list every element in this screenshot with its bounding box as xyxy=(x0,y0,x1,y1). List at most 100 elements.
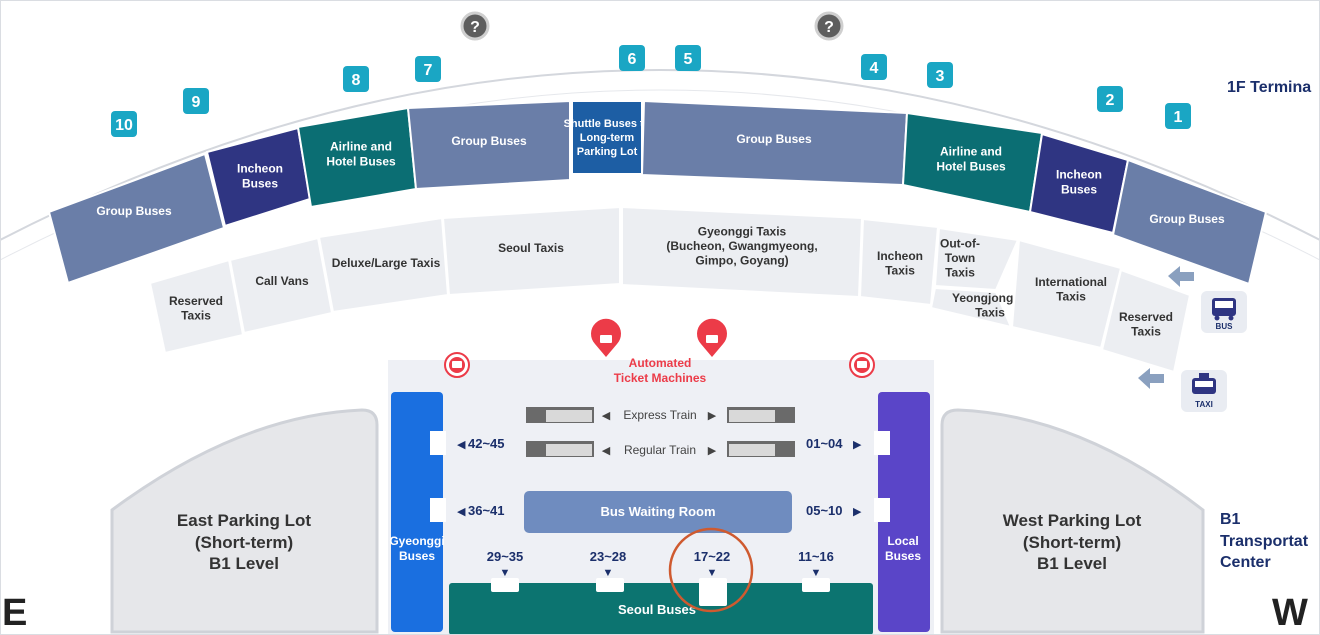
bus-waiting-room-label: Bus Waiting Room xyxy=(600,504,715,519)
arrow-right-icon: ▶ xyxy=(853,439,862,451)
stop-tab xyxy=(874,498,890,522)
gate-number: 4 xyxy=(870,60,879,77)
bus-zone-shape xyxy=(47,152,226,285)
zone-label-line: Reserved xyxy=(169,294,223,308)
zone-label-line: Incheon xyxy=(1056,168,1102,182)
stop-range-bottom-1: 29~35 xyxy=(487,549,524,564)
gate-badge: 6 xyxy=(619,45,645,71)
zone-label-line: (Bucheon, Gwangmyeong, xyxy=(666,239,817,253)
zone-label-line: Reserved xyxy=(1119,310,1173,324)
zone-label-line: Taxis xyxy=(181,308,211,322)
highlight-circle xyxy=(668,527,754,613)
stop-tab xyxy=(699,578,727,606)
taxi-legend-label: TAXI xyxy=(1195,400,1213,409)
zone-label-line: Gimpo, Goyang) xyxy=(695,254,788,268)
entrance-arrow-icon xyxy=(1168,266,1194,287)
express-train-label: Express Train xyxy=(623,408,696,422)
gate-badge: 9 xyxy=(183,88,209,114)
gate-badge: 10 xyxy=(111,111,137,137)
bus-zone-shape xyxy=(406,99,571,191)
stop-tab xyxy=(596,578,624,592)
zone-label-line: Taxis xyxy=(1131,324,1161,338)
zone-label-line: Taxis xyxy=(975,305,1005,319)
seoul-buses-zone xyxy=(449,583,873,635)
help-icon[interactable]: ? xyxy=(814,11,844,41)
taxi-zone-shape xyxy=(933,226,1020,292)
ticket-machine-pin-icon xyxy=(591,318,622,357)
gate-number: 2 xyxy=(1106,92,1115,109)
zone-label-line: Airline and xyxy=(940,145,1002,159)
help-icon-glyph: ? xyxy=(470,19,480,36)
east-parking-line-1: East Parking Lot xyxy=(177,511,311,530)
arrow-left-icon: ◀ xyxy=(602,410,611,422)
ticket-machines-label-2: Ticket Machines xyxy=(614,371,707,385)
gate-badge-box xyxy=(619,45,645,71)
zone-label-line: Group Buses xyxy=(451,134,527,148)
gate-badge: 5 xyxy=(675,45,701,71)
gate-number: 9 xyxy=(192,94,201,111)
zone-label-line: Out-of- xyxy=(940,237,980,251)
stop-tab xyxy=(874,431,890,455)
local-buses-label-1: Local xyxy=(887,534,918,548)
help-icon-glyph: ? xyxy=(824,19,834,36)
east-parking-lot xyxy=(110,408,379,634)
bus-zone: Group Buses xyxy=(640,99,909,187)
gate-badge: 3 xyxy=(927,62,953,88)
zone-label-line: Airline and xyxy=(330,140,392,154)
zone-label-line: Taxis xyxy=(885,263,915,277)
zone-label-line: Hotel Buses xyxy=(326,155,396,169)
arrow-left-icon: ◀ xyxy=(457,506,466,518)
transport-center-line-3: Center xyxy=(1220,554,1271,571)
taxi-zone-shape xyxy=(1100,268,1192,374)
entrance-arrow-icon xyxy=(1138,368,1164,389)
zone-label-line: Taxis xyxy=(945,266,975,280)
west-parking-line-1: West Parking Lot xyxy=(1003,511,1142,530)
stop-range-right-2: 05~10 xyxy=(806,503,843,518)
stop-range-left-2: 36~41 xyxy=(468,503,505,518)
stop-range-bottom-4: 11~16 xyxy=(798,549,834,564)
arrow-left-icon: ◀ xyxy=(602,445,611,457)
east-parking-line-3: B1 Level xyxy=(209,554,279,573)
zone-label-line: Hotel Buses xyxy=(936,160,1006,174)
gate-number: 1 xyxy=(1174,109,1183,126)
taxi-zone: Gyeonggi Taxis(Bucheon, Gwangmyeong,Gimp… xyxy=(621,205,864,299)
local-buses-label-2: Buses xyxy=(885,549,921,563)
bus-zone: Group Buses xyxy=(406,99,571,191)
arrow-down-icon: ▼ xyxy=(603,567,614,579)
taxi-legend-icon: TAXI xyxy=(1181,370,1227,412)
bus-legend-icon: BUS xyxy=(1201,291,1247,333)
terminal-label: 1F Termina xyxy=(1227,79,1311,96)
express-train-row: ◀ Express Train ▶ xyxy=(526,407,795,423)
outer-road-curve xyxy=(0,69,1320,241)
zone-label-line: Town xyxy=(945,251,975,265)
gate-badge: 8 xyxy=(343,66,369,92)
gate-number: 10 xyxy=(115,117,133,134)
bus-zone: Group Buses xyxy=(47,152,226,285)
stop-tab xyxy=(491,578,519,592)
arrow-down-icon: ▼ xyxy=(500,567,511,579)
zone-label-line: Group Buses xyxy=(736,132,812,146)
arrow-right-icon: ▶ xyxy=(853,506,862,518)
west-parking-lot xyxy=(940,408,1205,634)
gate-number: 6 xyxy=(628,51,637,68)
gate-badge-box xyxy=(675,45,701,71)
bus-waiting-room xyxy=(524,491,792,533)
ticket-machine-pin-icon xyxy=(697,318,728,357)
zone-label-line: Buses xyxy=(1061,183,1097,197)
transport-center-line-1: B1 xyxy=(1220,511,1241,528)
taxi-zone-shape xyxy=(441,205,621,297)
zone-label-line: Long-term xyxy=(580,132,635,144)
regular-train-row: ◀ Regular Train ▶ xyxy=(526,441,795,457)
zone-label-line: Group Buses xyxy=(1149,212,1225,226)
transport-center-line-2: Transportat xyxy=(1220,533,1309,550)
regular-train-label: Regular Train xyxy=(624,443,696,457)
help-icon[interactable]: ? xyxy=(460,11,490,41)
gate-number: 8 xyxy=(352,72,361,89)
